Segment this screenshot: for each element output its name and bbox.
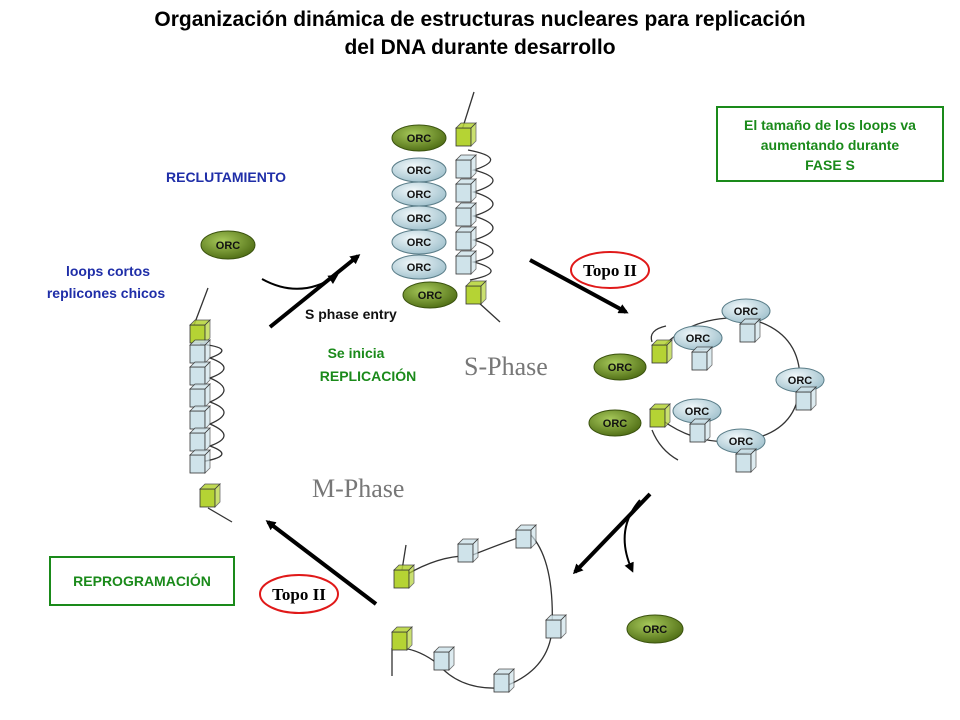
orc-top-7: ORC xyxy=(402,281,458,309)
svg-text:ORC: ORC xyxy=(407,189,432,201)
dna-left-top-tail xyxy=(193,287,209,326)
svg-text:ORC: ORC xyxy=(729,436,754,448)
orc-s-blue-2: ORC xyxy=(721,298,771,324)
orc-s-phase: ORC ORC ORC ORC ORC ORC ORC xyxy=(588,298,825,454)
orc-s-green-2: ORC xyxy=(588,409,642,437)
svg-text:ORC: ORC xyxy=(608,362,633,374)
svg-text:ORC: ORC xyxy=(418,290,443,302)
arrow-to-m-phase xyxy=(572,492,652,575)
mcm-green-box xyxy=(465,280,487,305)
dna-left-bottom-tail xyxy=(207,507,233,523)
replicacion-label: REPLICACIÓN xyxy=(320,367,416,384)
svg-text:ORC: ORC xyxy=(407,213,432,225)
svg-text:ORC: ORC xyxy=(407,237,432,249)
orc-s-blue-1: ORC xyxy=(673,325,723,351)
reprogramacion-label: REPROGRAMACIÓN xyxy=(73,572,211,589)
orc-free-bottom-right: ORC xyxy=(626,614,684,644)
mcm-blue-box xyxy=(691,346,713,371)
mcm-green-box xyxy=(189,319,211,344)
mcm-green-box xyxy=(651,339,673,364)
dna-s-lower-tail xyxy=(651,429,679,461)
mcm-blue-box xyxy=(189,427,211,452)
svg-text:ORC: ORC xyxy=(407,133,432,145)
orc-stack-top: ORC ORC ORC ORC ORC ORC ORC xyxy=(391,124,458,309)
mcm-blue-box xyxy=(457,538,479,563)
slide-title: Organización dinámica de estructuras nuc… xyxy=(0,6,960,62)
cycle-arrows xyxy=(261,254,652,606)
orc-top-5: ORC xyxy=(391,229,447,255)
svg-text:ORC: ORC xyxy=(788,375,813,387)
mcm-blue-box xyxy=(455,202,477,227)
orc-top-1: ORC xyxy=(391,124,447,152)
reprogramacion-box: REPROGRAMACIÓN xyxy=(49,556,235,606)
svg-text:ORC: ORC xyxy=(686,333,711,345)
mcm-green-box xyxy=(455,122,477,147)
mcm-blue-box xyxy=(689,418,711,443)
svg-text:ORC: ORC xyxy=(216,240,241,252)
svg-text:ORC: ORC xyxy=(407,165,432,177)
topo-ii-bottom-label: Topo II xyxy=(272,585,326,604)
mcm-blue-box xyxy=(455,226,477,251)
orc-s-blue-5: ORC xyxy=(716,428,766,454)
dna-s-upper-tail xyxy=(650,325,667,343)
orc-top-2: ORC xyxy=(391,157,447,183)
topo-ii-arrow-to-s-phase xyxy=(529,258,629,314)
svg-text:ORC: ORC xyxy=(407,262,432,274)
mcm-blue-box xyxy=(795,386,817,411)
mcm-blue-box xyxy=(455,154,477,179)
orc-s-blue-4: ORC xyxy=(672,398,722,424)
loop-size-note-box: El tamaño de los loops va aumentando dur… xyxy=(716,106,944,182)
mcm-blue-box xyxy=(189,405,211,430)
mcm-blue-box xyxy=(455,250,477,275)
s-phase-label: S-Phase xyxy=(464,352,548,381)
orc-top-6: ORC xyxy=(391,254,447,280)
s-phase-entry-label: S phase entry xyxy=(305,306,397,322)
svg-text:ORC: ORC xyxy=(685,406,710,418)
mcm-green-box xyxy=(393,564,415,589)
recruitment-arrow xyxy=(261,274,339,290)
mcm-blue-box xyxy=(189,361,211,386)
orc-free-left: ORC xyxy=(200,230,256,260)
mcm-blue-box xyxy=(739,318,761,343)
mcm-green-box xyxy=(199,483,221,508)
mcm-blue-box xyxy=(515,524,537,549)
title-line-1: Organización dinámica de estructuras nuc… xyxy=(154,8,806,31)
reclutamiento-label: RECLUTAMIENTO xyxy=(166,169,286,185)
loop-size-line-2: aumentando durante xyxy=(761,137,900,153)
m-phase-label: M-Phase xyxy=(312,474,404,503)
loop-size-line-3: FASE S xyxy=(805,157,855,173)
topo-ii-top: Topo II xyxy=(570,251,650,289)
mcm-blue-box xyxy=(433,646,455,671)
orc-top-4: ORC xyxy=(391,205,447,231)
topo-ii-bottom: Topo II xyxy=(259,574,339,614)
mcm-blue-box xyxy=(493,668,515,693)
svg-text:ORC: ORC xyxy=(603,418,628,430)
svg-text:ORC: ORC xyxy=(734,306,759,318)
mcm-blue-box xyxy=(189,383,211,408)
title-line-2: del DNA durante desarrollo xyxy=(344,36,616,59)
se-inicia-label: Se inicia xyxy=(328,345,385,361)
svg-text:ORC: ORC xyxy=(643,624,668,636)
orc-release-arrow xyxy=(623,499,641,573)
dna-top-bottom-tail xyxy=(477,301,501,323)
replicones-chicos-label: replicones chicos xyxy=(47,285,165,301)
orc-s-blue-3: ORC xyxy=(775,367,825,393)
mcm-blue-box xyxy=(189,339,211,364)
loops-cortos-label: loops cortos xyxy=(66,263,150,279)
orc-s-green-1: ORC xyxy=(593,353,647,381)
loop-size-line-1: El tamaño de los loops va xyxy=(744,117,916,133)
mcm-blue-box xyxy=(545,614,567,639)
topo-ii-arrow-to-g1 xyxy=(265,520,378,606)
mcm-complexes xyxy=(189,122,817,693)
s-phase-entry-arrow xyxy=(268,254,361,329)
mcm-blue-box xyxy=(735,448,757,473)
orc-top-3: ORC xyxy=(391,181,447,207)
topo-ii-top-label: Topo II xyxy=(583,261,637,280)
mcm-blue-box xyxy=(455,178,477,203)
mcm-green-box xyxy=(649,403,671,428)
mcm-green-box xyxy=(391,626,413,651)
mcm-blue-box xyxy=(189,449,211,474)
